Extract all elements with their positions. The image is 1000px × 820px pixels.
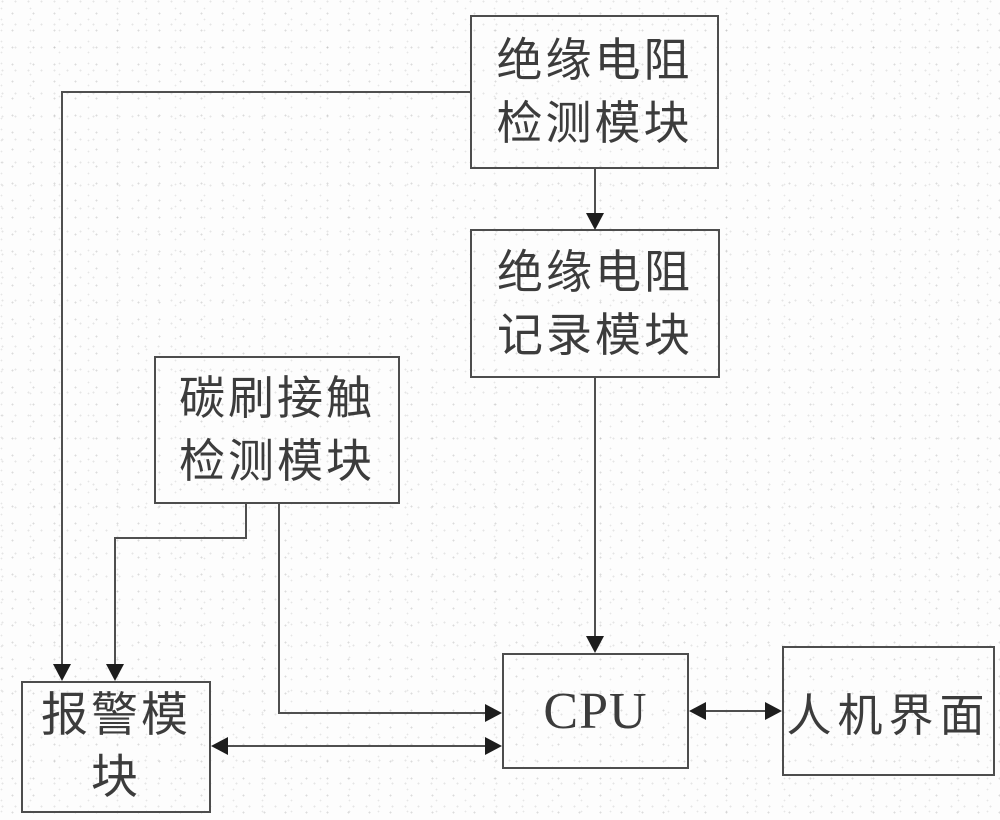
node-human-machine-interface: 人机界面: [782, 646, 995, 776]
arrowhead-left-icon: [689, 702, 706, 720]
node-label-line: 绝缘电阻: [497, 246, 693, 298]
edge-detect-to-alarm-line: [61, 91, 470, 93]
arrowhead-right-icon: [485, 704, 502, 722]
node-label-line: 碳刷接触: [179, 373, 375, 424]
node-label-line: 检测模块: [179, 436, 375, 487]
arrowhead-down-icon: [53, 664, 71, 681]
arrowhead-right-icon: [485, 737, 502, 755]
edge-detect-to-alarm-line: [61, 91, 63, 666]
edge-record-to-cpu-line: [594, 378, 596, 639]
edge-cpu-hmi-line: [702, 710, 768, 712]
arrowhead-down-icon: [586, 213, 604, 230]
node-label-line: 人机界面: [786, 690, 991, 741]
node-insulation-resistance-recording-module: 绝缘电阻 记录模块: [470, 229, 720, 378]
edge-detect-to-record-line: [594, 169, 596, 215]
node-cpu: CPU: [502, 653, 689, 769]
node-label-line: CPU: [543, 682, 648, 740]
arrowhead-down-icon: [106, 664, 124, 681]
edge-brush-to-cpu-line: [278, 712, 487, 714]
edge-brush-to-alarm-line: [245, 504, 247, 539]
node-insulation-resistance-detection-module: 绝缘电阻 检测模块: [470, 15, 719, 169]
node-alarm-module: 报警模 块: [21, 681, 211, 813]
node-label-line: 记录模块: [497, 309, 693, 361]
node-label-line: 绝缘电阻: [496, 35, 693, 86]
arrowhead-left-icon: [211, 737, 228, 755]
node-label-line: 检测模块: [496, 98, 693, 149]
edge-brush-to-alarm-line: [114, 537, 247, 539]
arrowhead-right-icon: [765, 702, 782, 720]
node-label-line: 块: [91, 752, 141, 804]
arrowhead-down-icon: [586, 636, 604, 653]
node-label-line: 报警模: [41, 690, 191, 742]
edge-alarm-cpu-line: [224, 745, 488, 747]
edge-brush-to-cpu-line: [278, 504, 280, 714]
edge-brush-to-alarm-line: [114, 537, 116, 666]
node-carbon-brush-contact-detection-module: 碳刷接触 检测模块: [154, 356, 400, 504]
